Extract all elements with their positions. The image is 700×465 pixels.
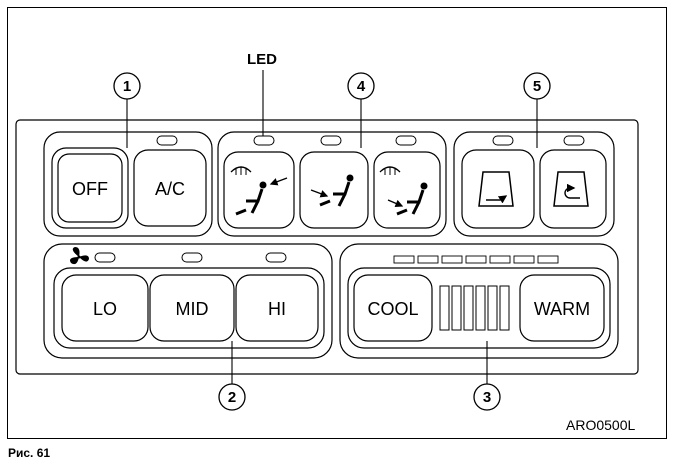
callout-5: 5 — [523, 72, 551, 148]
fresh-air-button[interactable] — [461, 149, 535, 229]
cool-button[interactable] — [353, 274, 433, 342]
recirculation-button[interactable] — [539, 149, 607, 229]
led-mid — [181, 252, 203, 263]
group-power-ac: OFF A/C — [43, 131, 213, 237]
callout-3: 3 — [473, 341, 501, 411]
svg-text:3: 3 — [483, 389, 491, 406]
svg-text:LED: LED — [247, 51, 277, 68]
recirculation-icon — [553, 171, 589, 207]
temperature-slider-bars — [439, 285, 510, 331]
fan-icon — [70, 247, 89, 265]
panel-outline — [15, 119, 639, 375]
led-lo — [94, 252, 116, 263]
ac-label: A/C — [155, 179, 185, 199]
mid-button[interactable] — [149, 274, 235, 342]
led-hi — [265, 252, 287, 263]
svg-text:4: 4 — [357, 78, 366, 95]
svg-text:1: 1 — [123, 78, 131, 95]
hi-button[interactable] — [235, 274, 319, 342]
svg-text:5: 5 — [533, 78, 541, 95]
callout-4: 4 — [347, 72, 375, 148]
fresh-air-intake-icon — [478, 171, 514, 207]
svg-text:2: 2 — [228, 389, 236, 406]
ac-button[interactable] — [133, 149, 207, 227]
group-temperature: COOL WARM — [339, 243, 619, 359]
off-button[interactable]: OFF — [72, 179, 108, 199]
led-callout: LED — [247, 51, 277, 136]
figure-caption: Рис. 61 — [8, 446, 51, 460]
led-recirculation — [563, 135, 585, 146]
temperature-indicator-leds — [393, 255, 559, 264]
ac-led — [156, 135, 178, 146]
foot-vent-icon — [310, 174, 354, 207]
lo-button[interactable] — [61, 274, 149, 342]
defrost-face-vent-icon — [230, 166, 288, 216]
defrost-foot-vent-icon — [379, 166, 428, 216]
group-fan-speed: LO MID HI — [43, 243, 333, 359]
led-fresh-air — [492, 135, 514, 146]
figure-code: ARO0500L — [566, 417, 636, 433]
lo-label: LO — [93, 299, 117, 319]
led-defrost-foot — [395, 135, 417, 146]
group-air-distribution — [217, 131, 447, 237]
callout-2: 2 — [218, 341, 246, 411]
led-defrost-face — [253, 135, 275, 146]
cool-label: COOL — [367, 299, 418, 319]
defrost-face-button[interactable] — [223, 151, 295, 229]
callout-1: 1 — [113, 72, 141, 148]
warm-button[interactable] — [519, 274, 605, 342]
diagram-frame — [7, 7, 667, 439]
hi-label: HI — [268, 299, 286, 319]
mid-label: MID — [176, 299, 209, 319]
led-foot — [320, 135, 342, 146]
warm-label: WARM — [534, 299, 590, 319]
group-air-intake — [453, 131, 615, 237]
defrost-foot-button[interactable] — [373, 151, 441, 229]
foot-vent-button[interactable] — [299, 151, 369, 229]
